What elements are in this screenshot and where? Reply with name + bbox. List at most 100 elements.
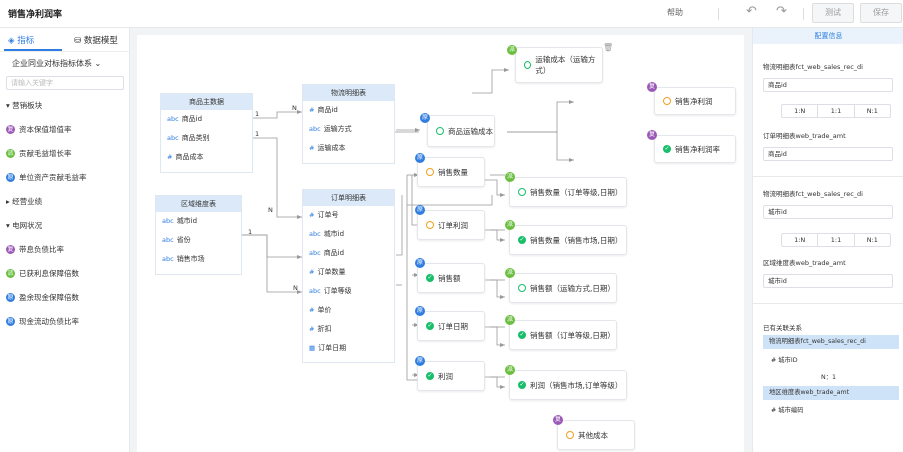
metric-type-icon: 复 xyxy=(6,125,15,134)
node-sales-amount[interactable]: ✓销售额 xyxy=(417,263,485,293)
join-right-field[interactable]: 商品id xyxy=(763,147,893,161)
undo-icon[interactable]: ↶ xyxy=(746,4,757,19)
metric-list-item[interactable]: 复带息负债比率 xyxy=(6,244,64,255)
node-amount-by-transport-date[interactable]: 销售额（运输方式,日期） xyxy=(509,273,617,303)
node-amount-by-level-date[interactable]: ✓销售额（订单等级,日期） xyxy=(509,320,617,350)
caret-right-icon: ▸ xyxy=(6,197,13,206)
node-other-cost[interactable]: 其他成本 xyxy=(557,420,635,450)
field-name: 订单日期 xyxy=(318,344,347,352)
metric-type-icon: 派 xyxy=(6,149,15,158)
table-field[interactable]: #订单数量 xyxy=(303,263,394,282)
metric-label: 带息负债比率 xyxy=(19,245,64,254)
atomic-tag-icon: 原 xyxy=(415,153,425,163)
table-field[interactable]: #运输成本 xyxy=(303,139,394,158)
metric-type-icon: 复 xyxy=(6,245,15,254)
system-selector[interactable]: 企业同业对标指标体系 ⌄ xyxy=(12,59,102,68)
node-sales-quantity[interactable]: 销售数量 xyxy=(417,157,485,187)
field-name: 城市id xyxy=(323,230,345,238)
trash-icon[interactable]: 🗑 xyxy=(603,43,614,52)
table-field[interactable]: ▦订单日期 xyxy=(303,339,394,358)
node-sales-net-profit[interactable]: 销售净利润 xyxy=(654,87,736,115)
node-qty-by-market-date[interactable]: ✓销售数量（销售市场,日期） xyxy=(509,225,627,255)
table-field[interactable]: #商品id xyxy=(303,101,394,120)
table-field[interactable]: #单价 xyxy=(303,301,394,320)
tab-data-model[interactable]: ⛁ 数据模型 xyxy=(74,36,118,46)
table-field[interactable]: #商品成本 xyxy=(161,148,252,167)
option-n1[interactable]: N:1 xyxy=(866,236,878,244)
group-grid[interactable]: ▾ 电网状况 xyxy=(6,221,43,230)
composite-tag-icon: 复 xyxy=(647,82,657,92)
group-performance[interactable]: ▸ 经营业绩 xyxy=(6,197,43,206)
search-input[interactable]: 请输入关键字 xyxy=(6,76,124,90)
node-product-transport-cost[interactable]: 商品运输成本 xyxy=(427,115,495,147)
test-button[interactable]: 测试 xyxy=(812,3,854,23)
node-profit[interactable]: ✓利润 xyxy=(417,361,485,391)
metric-list-item[interactable]: 原现金流动负债比率 xyxy=(6,316,79,327)
metric-list-item[interactable]: 原单位资产贡献毛益率 xyxy=(6,172,87,183)
metric-label: 资本保值增值率 xyxy=(19,125,72,134)
field-type-icon: # xyxy=(309,211,315,219)
join-right-field[interactable]: 城市id xyxy=(763,274,893,288)
relation-left-header: 物流明细表fct_web_sales_rec_di xyxy=(763,335,899,349)
join-left-field[interactable]: 商品id xyxy=(763,78,893,92)
node-order-date[interactable]: ✓订单日期 xyxy=(417,311,485,341)
success-status-icon: ✓ xyxy=(426,274,434,282)
table-field[interactable]: #折扣 xyxy=(303,320,394,339)
node-transport-cost[interactable]: 运输成本（运输方式） xyxy=(515,47,603,83)
relation-right-header: 地区维度表web_trade_amt xyxy=(763,386,899,400)
option-11[interactable]: 1:1 xyxy=(818,234,855,246)
success-status-icon: ✓ xyxy=(518,236,526,244)
join-left-field[interactable]: 城市id xyxy=(763,205,893,219)
field-name: 商品id xyxy=(317,106,338,114)
tab-metrics[interactable]: ◈ 指标 xyxy=(8,36,35,46)
field-name: 商品id xyxy=(323,249,345,257)
atomic-tag-icon: 原 xyxy=(415,356,425,366)
node-qty-by-level-date[interactable]: 销售数量（订单等级,日期） xyxy=(509,177,627,207)
redo-icon[interactable]: ↷ xyxy=(776,4,787,19)
metric-label: 单位资产贡献毛益率 xyxy=(19,173,87,182)
option-1n[interactable]: 1:N xyxy=(782,234,819,246)
metric-type-icon: 原 xyxy=(6,317,15,326)
option-1n[interactable]: 1:N xyxy=(782,105,819,117)
save-button[interactable]: 保存 xyxy=(860,3,902,23)
relation-cardinality: 1 xyxy=(248,228,253,236)
help-link[interactable]: 帮助 xyxy=(667,8,683,17)
node-sales-net-profit-rate[interactable]: ✓销售净利润率 xyxy=(654,135,736,163)
relation-cardinality: N：1 xyxy=(821,374,837,381)
option-n1[interactable]: N:1 xyxy=(866,107,878,115)
metric-list-item[interactable]: 派贡献毛益增长率 xyxy=(6,148,72,159)
node-order-profit[interactable]: 订单利润 xyxy=(417,210,485,240)
metric-list-item[interactable]: 派已获利息保障倍数 xyxy=(6,268,79,279)
atomic-tag-icon: 原 xyxy=(415,205,425,215)
metric-list-item[interactable]: 复资本保值增值率 xyxy=(6,124,72,135)
metric-label: 贡献毛益增长率 xyxy=(19,149,72,158)
join-left-label: 物流明细表fct_web_sales_rec_di xyxy=(763,63,863,71)
existing-relations-label: 已有关联关系 xyxy=(763,324,802,332)
table-field[interactable]: #订单号 xyxy=(303,206,394,225)
field-type-icon: abc xyxy=(162,217,174,225)
group-marketing[interactable]: ▾ 营销板块 xyxy=(6,101,43,110)
node-profit-by-market-level[interactable]: ✓利润（销售市场,订单等级） xyxy=(509,370,627,400)
metric-list-item[interactable]: 原盈余现金保障倍数 xyxy=(6,292,79,303)
option-11[interactable]: 1:1 xyxy=(818,105,855,117)
join-right-label: 区域维度表web_trade_amt xyxy=(763,259,846,267)
success-status-icon: ✓ xyxy=(663,145,671,153)
field-name: 订单号 xyxy=(317,211,339,219)
